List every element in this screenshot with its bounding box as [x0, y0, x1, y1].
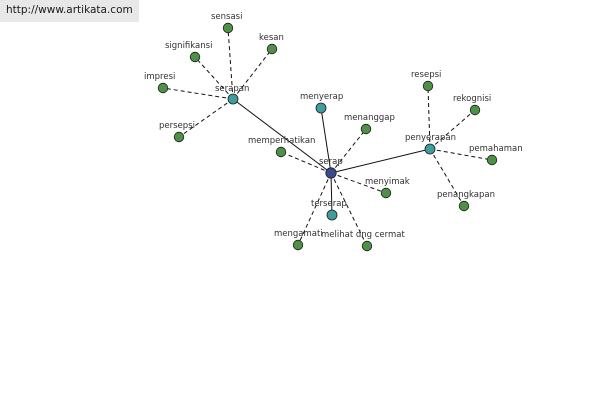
node-sensasi[interactable]	[222, 22, 234, 34]
node-label-persepsi: persepsi	[159, 121, 195, 131]
edge-serap-terserap	[330, 172, 333, 216]
node-label-melihat-dng-cermat: melihat dng cermat	[321, 230, 405, 240]
node-terserap[interactable]	[326, 209, 338, 221]
edge-serap-penyerapan	[330, 148, 431, 174]
node-label-rekognisi: rekognisi	[453, 94, 491, 104]
edge-serapan-signifikansi	[194, 56, 234, 100]
edge-layer	[162, 27, 493, 247]
node-label-kesan: kesan	[259, 33, 284, 43]
node-label-impresi: impresi	[144, 72, 175, 82]
node-label-menyimak: menyimak	[365, 177, 410, 187]
node-kesan[interactable]	[266, 43, 278, 55]
edge-serap-menanggap	[330, 128, 367, 174]
node-penangkapan[interactable]	[458, 200, 470, 212]
node-label-penangkapan: penangkapan	[437, 190, 495, 200]
node-label-sensasi: sensasi	[211, 12, 242, 22]
edge-serap-menyimak	[330, 172, 387, 194]
edge-serap-mengamati	[297, 172, 332, 246]
node-label-resepsi: resepsi	[411, 70, 441, 80]
node-impresi[interactable]	[157, 82, 169, 94]
edge-serapan-persepsi	[178, 98, 234, 138]
node-memperhatikan[interactable]	[275, 146, 287, 158]
edge-penyerapan-pemahaman	[429, 148, 493, 161]
edge-serapan-kesan	[232, 48, 273, 100]
label-layer: serap serapan penyerapan menyerap terserap se…	[144, 12, 523, 240]
edge-serap-serapan	[232, 98, 332, 174]
node-pemahaman[interactable]	[486, 154, 498, 166]
edge-serapan-sensasi	[227, 27, 234, 100]
node-label-memperhatikan: memperhatikan	[248, 136, 315, 146]
node-melihat-dng-cermat[interactable]	[361, 240, 373, 252]
node-label-pemahaman: pemahaman	[469, 144, 523, 154]
edge-penyerapan-rekognisi	[429, 109, 476, 150]
node-label-mengamati: mengamati	[274, 229, 323, 239]
node-label-signifikansi: signifikansi	[165, 41, 212, 51]
node-resepsi[interactable]	[422, 80, 434, 92]
edge-serap-menyerap	[320, 107, 332, 174]
node-label-menanggap: menanggap	[344, 113, 395, 123]
node-label-serap: serap	[319, 157, 343, 167]
node-menyimak[interactable]	[380, 187, 392, 199]
source-url-banner: http://www.artikata.com	[0, 0, 139, 22]
edge-serap-memperhatikan	[280, 151, 332, 174]
edge-serapan-impresi	[162, 87, 234, 100]
node-menyerap[interactable]	[315, 102, 327, 114]
node-signifikansi[interactable]	[189, 51, 201, 63]
node-label-menyerap: menyerap	[300, 92, 343, 102]
node-mengamati[interactable]	[292, 239, 304, 251]
node-rekognisi[interactable]	[469, 104, 481, 116]
node-menanggap[interactable]	[360, 123, 372, 135]
edge-penyerapan-resepsi	[427, 85, 431, 150]
node-serap[interactable]	[325, 167, 337, 179]
node-penyerapan[interactable]	[424, 143, 436, 155]
node-layer	[157, 22, 498, 252]
node-label-serapan: serapan	[215, 84, 249, 94]
node-persepsi[interactable]	[173, 131, 185, 143]
node-label-terserap: terserap	[311, 199, 347, 209]
node-label-penyerapan: penyerapan	[405, 133, 456, 143]
node-serapan[interactable]	[227, 93, 239, 105]
